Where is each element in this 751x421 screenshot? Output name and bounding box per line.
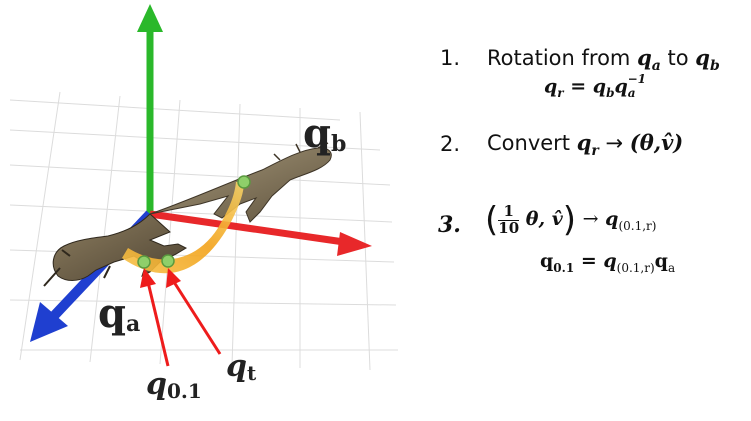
y-axis bbox=[137, 4, 163, 214]
rotation-arc bbox=[122, 182, 244, 274]
step-number: 3. bbox=[438, 212, 461, 238]
label-qt: qt bbox=[226, 349, 257, 385]
label-qa: qa bbox=[98, 290, 141, 337]
x-axis bbox=[149, 210, 372, 256]
step-number: 1. bbox=[440, 46, 461, 70]
step-text: Rotation from qa to qb bbox=[487, 45, 720, 75]
point-q01 bbox=[137, 255, 151, 269]
lizard-icon bbox=[43, 213, 188, 287]
pointer-q01 bbox=[140, 268, 170, 367]
step-text: Convert qr → (θ,v̂) bbox=[487, 130, 684, 160]
label-qb: qb bbox=[303, 110, 347, 157]
step-formula: qr = qbqa−1 bbox=[544, 72, 646, 101]
pointer-qt bbox=[166, 268, 222, 355]
step-number: 2. bbox=[440, 132, 461, 156]
point-qb bbox=[237, 175, 251, 189]
point-qt bbox=[161, 254, 175, 268]
label-q01: q0.1 bbox=[146, 367, 202, 403]
step-formula-line2: q0.1 = q(0.1,r)qa bbox=[540, 250, 676, 275]
